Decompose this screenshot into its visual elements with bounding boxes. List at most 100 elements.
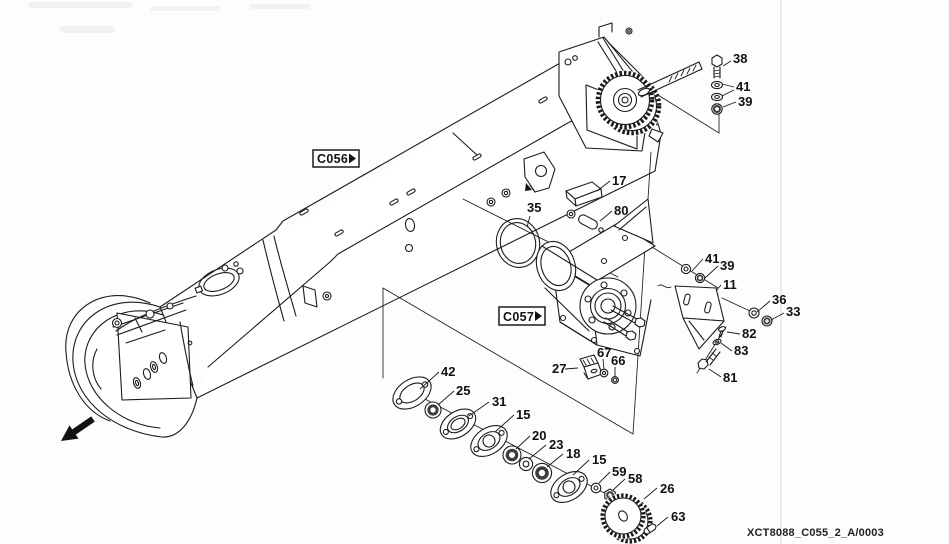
bracket-11 — [674, 285, 725, 322]
flange-studs — [603, 305, 646, 341]
callout-18-25: 25 — [456, 383, 470, 398]
boom-assembly-shape — [262, 239, 285, 322]
bearing-18 — [531, 462, 553, 484]
sprocket-26 — [600, 493, 653, 544]
leader-line-10 — [756, 300, 771, 313]
boom-assembly-shape — [160, 38, 645, 367]
callout-25-59: 59 — [612, 464, 626, 479]
section-label-box — [498, 306, 546, 326]
section-label-text: C056 — [317, 152, 348, 166]
washer-83 — [712, 338, 722, 346]
clip-27-group-shape — [582, 357, 595, 366]
boom-base-end-shape — [572, 55, 578, 61]
pin-80-shape — [578, 214, 598, 230]
head-latch-shape — [134, 317, 143, 333]
bracket-11-group-shape — [683, 293, 691, 306]
nut-58-shape — [608, 493, 612, 497]
callout-11-82: 82 — [742, 326, 756, 341]
gearbox-assembly-shape — [541, 245, 598, 332]
sheave-bosses-shape — [132, 377, 142, 389]
callout-15-67: 67 — [597, 345, 611, 360]
flange-studs-shape — [625, 330, 637, 341]
callout-5-35: 35 — [527, 200, 541, 215]
rope-ring-shape — [194, 285, 204, 294]
fastener-leader — [657, 94, 720, 134]
bracket-11-group-shape — [704, 301, 712, 314]
leader-line-7 — [691, 258, 704, 272]
callout-19-31: 31 — [492, 394, 506, 409]
key-63-shape — [646, 527, 651, 534]
boom-head-far-cheek — [65, 295, 151, 422]
flange-15a-shape — [473, 446, 480, 453]
leader-line-29 — [656, 516, 669, 527]
sheave-bosses-shape — [151, 363, 157, 371]
gearbox-assembly — [535, 198, 656, 357]
sheave-bosses — [132, 352, 168, 389]
callout-26-58: 58 — [628, 471, 642, 486]
clip-27-group — [579, 354, 619, 384]
boom-base-end-shape — [598, 22, 613, 38]
boom-assembly-shape — [92, 348, 102, 390]
boom-top-edge — [159, 37, 605, 308]
bracket-11-group-shape — [714, 340, 720, 344]
washer-23 — [518, 456, 534, 472]
head-latch-shape — [114, 320, 120, 326]
gasket-42-shape — [395, 398, 403, 405]
key-63 — [643, 523, 657, 535]
section-label-text: C057 — [503, 310, 534, 324]
ring-35 — [495, 218, 541, 268]
leader-line-26 — [598, 471, 611, 484]
gearbox-assembly-shape — [600, 257, 608, 265]
sheave-bosses-shape — [149, 361, 159, 373]
boom-underside-bracket — [486, 151, 556, 207]
leader-line-13 — [720, 342, 733, 352]
flange-15b-shape — [550, 471, 588, 503]
head-latch — [111, 295, 197, 344]
boom-slots — [299, 96, 548, 237]
washer-41a — [710, 80, 724, 90]
boom-assembly-shape — [322, 291, 332, 301]
gearbox-assembly-shape — [559, 299, 652, 357]
key-17 — [565, 181, 603, 207]
rope-ring-shape — [233, 261, 239, 267]
boom-base-end-shape — [627, 29, 631, 33]
gearbox-flange — [579, 277, 637, 335]
flange-studs-shape — [634, 317, 646, 328]
bracket-11-group-shape — [718, 330, 724, 338]
leader-line-8 — [704, 265, 719, 279]
washer-23-shape — [518, 456, 534, 472]
leader-line-9 — [715, 284, 722, 292]
bracket-11-group-shape — [698, 276, 702, 280]
leader-line-5 — [599, 210, 613, 222]
washer-41b — [710, 92, 724, 102]
leader-line-4 — [596, 180, 611, 192]
triangle-pointer-icon — [349, 153, 356, 164]
flange-15b — [550, 471, 588, 503]
section-label-box — [312, 149, 360, 168]
washer-59 — [590, 482, 602, 494]
callout-13-81: 81 — [723, 370, 737, 385]
boom-underside-bracket-shape — [529, 184, 536, 193]
boom-underside-bracket-shape — [503, 190, 509, 196]
boom-assembly-shape — [404, 218, 416, 232]
washer-23-shape — [522, 460, 530, 468]
bracket-11-group-shape — [721, 297, 751, 312]
boom-base-end-shape — [564, 58, 572, 66]
leader-line-15 — [564, 367, 579, 370]
bracket-11-group-shape — [688, 320, 705, 341]
section-label-C056: C056 — [312, 149, 360, 168]
drive-sprocket-shape — [621, 96, 629, 104]
flange-15b-shape — [578, 475, 585, 482]
boom-assembly-shape — [187, 340, 193, 346]
bracket-11-group — [651, 246, 773, 374]
direction-arrow — [61, 416, 95, 441]
gearbox-assembly-shape — [588, 316, 596, 324]
key-63-shape — [643, 523, 657, 535]
rope-ring-shape — [221, 264, 229, 272]
leader-line-21 — [494, 414, 515, 433]
boom-slots-shape — [389, 198, 399, 206]
exploded-chain — [392, 376, 657, 544]
